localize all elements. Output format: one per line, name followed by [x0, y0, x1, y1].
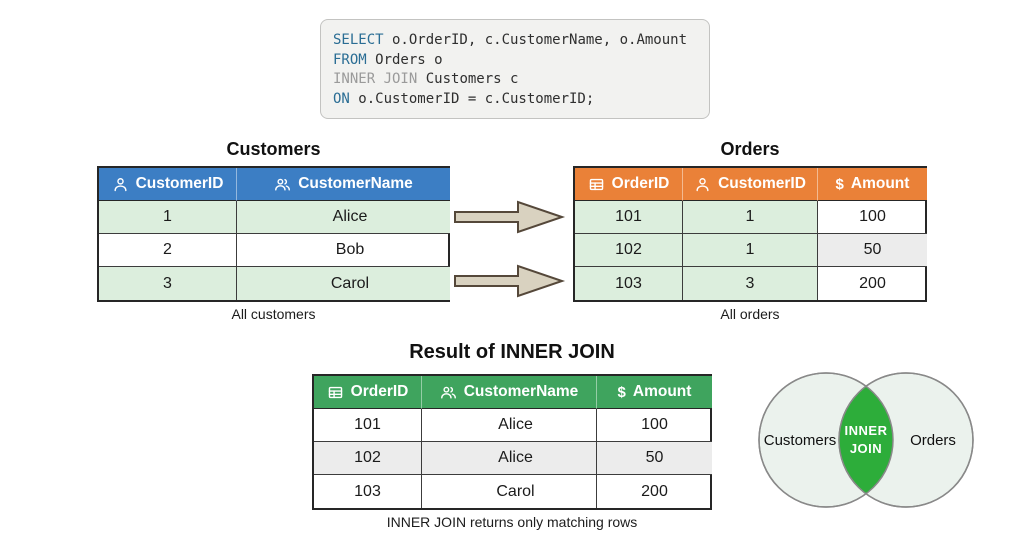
sql-keyword: INNER JOIN: [333, 71, 418, 87]
table-cell: 100: [597, 409, 712, 442]
table-cell: Carol: [422, 475, 597, 508]
result-header-orderid: OrderID: [314, 376, 422, 409]
venn-left-label: Customers: [764, 432, 837, 449]
table-cell: 1: [683, 234, 818, 267]
customers-table: CustomerID CustomerName 1 Alice 2 Bob 3 …: [97, 166, 450, 302]
orders-table-caption: All orders: [720, 306, 780, 322]
sql-keyword: SELECT: [333, 32, 384, 48]
result-table: OrderID CustomerName $ Amount 101 Alice …: [312, 374, 712, 510]
sql-code-block: SELECT o.OrderID, c.CustomerName, o.Amou…: [320, 19, 710, 119]
column-label: CustomerID: [135, 175, 224, 192]
sql-line: INNER JOIN Customers c: [333, 70, 699, 90]
table-cell: 100: [818, 201, 927, 234]
table-icon: [328, 386, 342, 398]
result-table-caption: INNER JOIN returns only matching rows: [386, 514, 638, 530]
column-label: CustomerName: [298, 175, 413, 192]
venn-right-label: Orders: [910, 432, 956, 449]
table-cell: 3: [683, 267, 818, 300]
person-icon: [114, 177, 127, 191]
result-header-amount: $ Amount: [597, 376, 712, 409]
table-cell: 101: [314, 409, 422, 442]
venn-center-label-line1: INNER: [845, 423, 888, 438]
table-cell: Alice: [422, 442, 597, 475]
table-cell: 103: [575, 267, 683, 300]
sql-code-text: Orders o: [366, 51, 443, 68]
orders-table-title: Orders: [720, 139, 780, 159]
venn-center-label-line2: JOIN: [850, 441, 882, 456]
table-cell: 50: [818, 234, 927, 267]
table-cell: 200: [859, 274, 886, 292]
orders-header-orderid: OrderID: [575, 168, 683, 201]
customers-table-caption: All customers: [231, 306, 316, 322]
sql-code-text: o.OrderID, c.CustomerName, o.Amount: [383, 32, 688, 48]
people-icon: [440, 386, 456, 399]
table-cell: 1: [683, 201, 818, 234]
venn-right-outline: [838, 372, 974, 508]
table-cell: Alice: [422, 409, 597, 442]
orders-header-customerid: CustomerID: [683, 168, 818, 201]
match-arrows: [454, 200, 566, 298]
column-label: CustomerID: [718, 175, 806, 192]
customers-table-title: Customers: [226, 139, 321, 159]
result-table-title: Result of INNER JOIN: [409, 341, 615, 363]
column-label: Amount: [632, 383, 692, 400]
dollar-icon: $: [617, 383, 626, 401]
column-label: Amount: [850, 175, 910, 192]
table-cell: 103: [314, 475, 422, 508]
person-icon: [696, 177, 709, 191]
table-cell: 101: [575, 201, 683, 234]
table-cell: 2: [99, 234, 237, 267]
result-header-customername: CustomerName: [422, 376, 597, 409]
dollar-icon: $: [835, 175, 844, 193]
sql-code-text: Customers c: [417, 71, 519, 87]
table-cell: 200: [641, 482, 668, 500]
sql-line: ON o.CustomerID = c.CustomerID;: [333, 90, 699, 110]
people-icon: [275, 178, 291, 191]
column-label: CustomerName: [463, 383, 579, 400]
table-cell: 102: [575, 234, 683, 267]
arrow-right-icon: [454, 264, 566, 298]
table-cell: 50: [597, 442, 712, 475]
customers-header-customername: CustomerName: [237, 168, 450, 201]
column-label: OrderID: [350, 383, 409, 400]
table-cell: Carol: [237, 267, 450, 300]
sql-keyword: FROM: [333, 51, 367, 68]
orders-header-amount: $ Amount: [818, 168, 927, 201]
customers-header-customerid: CustomerID: [99, 168, 237, 201]
table-icon: [589, 178, 603, 190]
sql-code-text: o.CustomerID = c.CustomerID;: [349, 90, 595, 107]
table-cell: Alice: [237, 201, 450, 234]
column-label: OrderID: [611, 175, 670, 192]
table-cell: 3: [99, 267, 237, 300]
venn-intersection: [839, 373, 893, 507]
table-cell: 1: [99, 201, 237, 234]
sql-line: FROM Orders o: [333, 51, 699, 71]
arrow-right-icon: [454, 200, 566, 234]
table-cell: 102: [314, 442, 422, 475]
sql-keyword: ON: [333, 90, 350, 107]
sql-line: SELECT o.OrderID, c.CustomerName, o.Amou…: [333, 31, 699, 51]
venn-diagram: Customers Orders INNER JOIN: [758, 372, 974, 508]
venn-left-outline: [758, 372, 894, 508]
table-cell: Bob: [237, 234, 450, 267]
orders-table: OrderID CustomerID $ Amount 101 1 100 10…: [573, 166, 927, 302]
